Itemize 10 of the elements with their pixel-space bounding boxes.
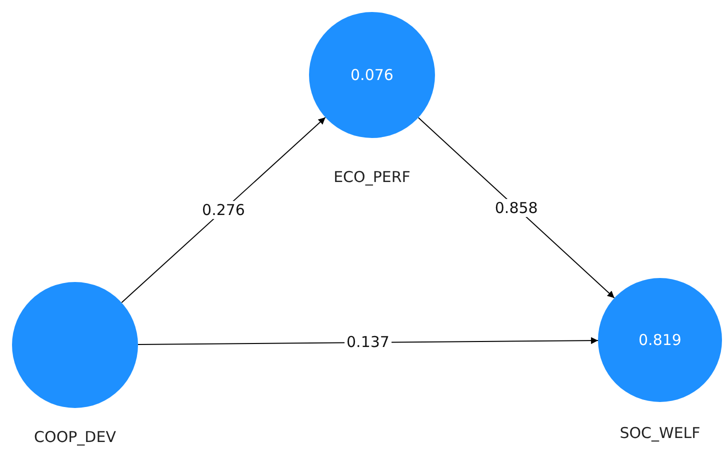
construct-name: ECO_PERF: [334, 168, 410, 186]
edge-label: 0.276: [200, 201, 247, 219]
r-squared-value: 0.819: [638, 331, 682, 349]
construct-name: COOP_DEV: [34, 428, 116, 446]
path-arrow: [121, 116, 326, 304]
path-arrow: [418, 117, 615, 299]
construct-name: SOC_WELF: [620, 424, 700, 442]
edge-label: 0.858: [492, 198, 540, 217]
r-squared-value: 0.076: [350, 66, 394, 84]
path-arrow: [138, 337, 598, 345]
